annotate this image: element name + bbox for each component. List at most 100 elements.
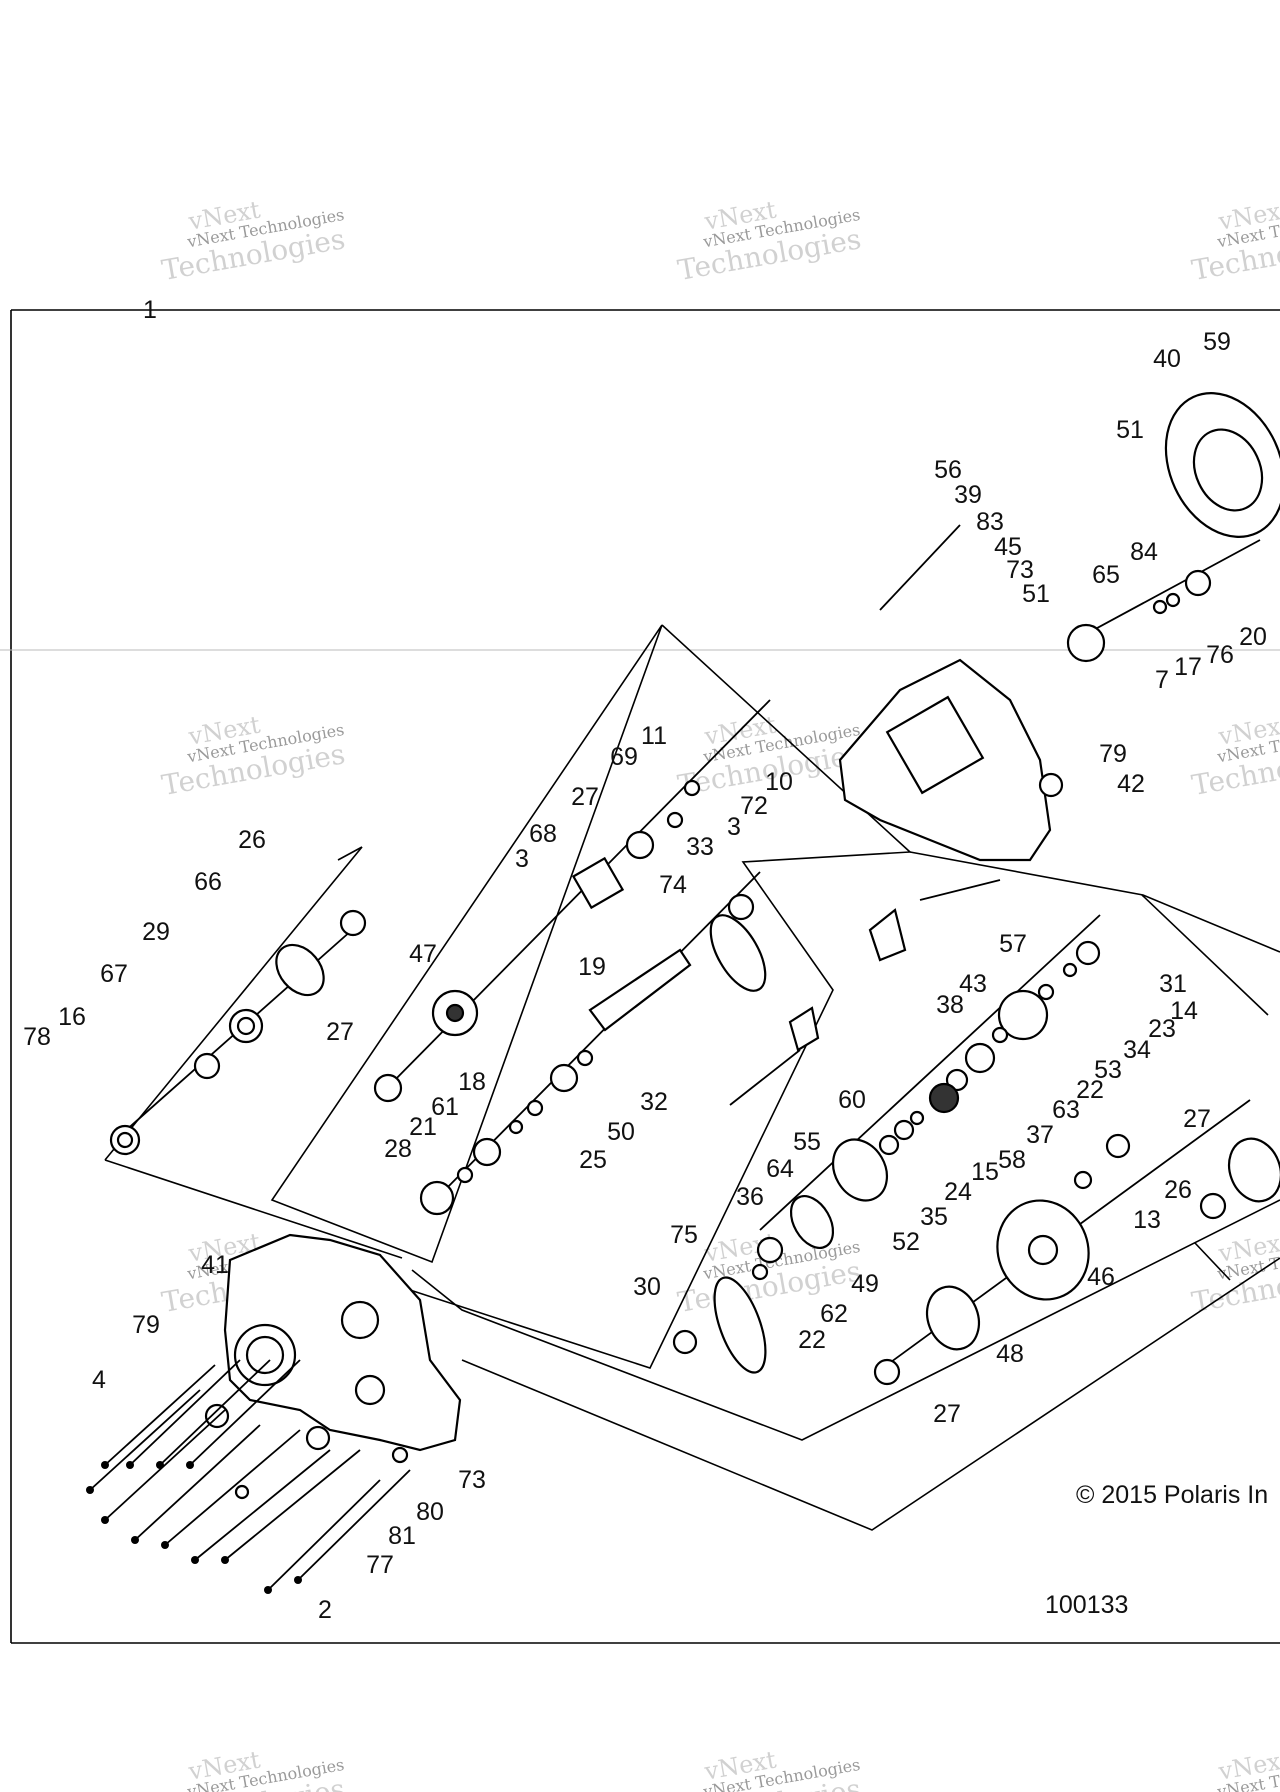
bolt: [224, 1449, 361, 1561]
callout-79: 79: [132, 1311, 160, 1339]
callout-17: 17: [1174, 653, 1202, 681]
callout-60: 60: [838, 1086, 866, 1114]
callout-27: 27: [933, 1400, 961, 1428]
callout-42: 42: [1117, 770, 1145, 798]
callout-56: 56: [934, 456, 962, 484]
callout-75: 75: [670, 1221, 698, 1249]
callout-40: 40: [1153, 345, 1181, 373]
drawing-number: 100133: [1045, 1591, 1128, 1619]
callout-45: 45: [994, 533, 1022, 561]
callout-22: 22: [1076, 1076, 1104, 1104]
callout-34: 34: [1123, 1036, 1151, 1064]
callout-labels: 1405951563983457351658420761777942116910…: [23, 296, 1267, 1624]
callout-27: 27: [571, 783, 599, 811]
callout-33: 33: [686, 833, 714, 861]
callout-79: 79: [1099, 740, 1127, 768]
callout-14: 14: [1170, 997, 1198, 1025]
bolt: [129, 1359, 241, 1466]
bolt-head: [126, 1461, 134, 1469]
callout-64: 64: [766, 1155, 794, 1183]
bolt: [104, 1409, 226, 1521]
assembly-outlines: [104, 624, 1280, 1531]
callout-10: 10: [765, 768, 793, 796]
bolt-head: [294, 1576, 302, 1584]
bolt: [134, 1424, 261, 1541]
callout-39: 39: [954, 481, 982, 509]
callout-31: 31: [1159, 970, 1187, 998]
callout-46: 46: [1087, 1263, 1115, 1291]
bolt-head: [101, 1461, 109, 1469]
bolt-head: [86, 1486, 94, 1494]
bolt: [194, 1449, 331, 1561]
callout-3: 3: [727, 813, 741, 841]
callout-57: 57: [999, 930, 1027, 958]
callout-78: 78: [23, 1023, 51, 1051]
callout-43: 43: [959, 970, 987, 998]
bolt-head: [161, 1541, 169, 1549]
bolt-head: [131, 1536, 139, 1544]
callout-1: 1: [143, 296, 157, 324]
callout-18: 18: [458, 1068, 486, 1096]
callout-29: 29: [142, 918, 170, 946]
callout-7: 7: [1155, 666, 1169, 694]
bolt-head: [101, 1516, 109, 1524]
callout-21: 21: [409, 1113, 437, 1141]
callout-25: 25: [579, 1146, 607, 1174]
callout-23: 23: [1148, 1015, 1176, 1043]
bolt-head: [186, 1461, 194, 1469]
callout-74: 74: [659, 871, 687, 899]
fasteners: [86, 1359, 411, 1594]
callout-52: 52: [892, 1228, 920, 1256]
callout-59: 59: [1203, 328, 1231, 356]
callout-11: 11: [641, 722, 667, 750]
callout-27: 27: [326, 1018, 354, 1046]
callout-61: 61: [431, 1093, 459, 1121]
callout-63: 63: [1052, 1096, 1080, 1124]
callout-65: 65: [1092, 561, 1120, 589]
bolt: [297, 1469, 411, 1581]
callout-81: 81: [388, 1522, 416, 1550]
callout-35: 35: [920, 1203, 948, 1231]
callout-69: 69: [610, 743, 638, 771]
callout-15: 15: [971, 1158, 999, 1186]
callout-41: 41: [201, 1251, 229, 1279]
callout-48: 48: [996, 1340, 1024, 1368]
callout-38: 38: [936, 991, 964, 1019]
callout-51: 51: [1022, 580, 1050, 608]
bolt-head: [264, 1586, 272, 1594]
callout-76: 76: [1206, 641, 1234, 669]
callout-22: 22: [798, 1326, 826, 1354]
callout-19: 19: [578, 953, 606, 981]
bolt-head: [191, 1556, 199, 1564]
bolt: [189, 1359, 301, 1466]
callout-3: 3: [515, 845, 529, 873]
bolt: [159, 1359, 271, 1466]
bolt: [164, 1429, 301, 1546]
callout-84: 84: [1130, 538, 1158, 566]
callout-72: 72: [740, 792, 768, 820]
callout-80: 80: [416, 1498, 444, 1526]
frame: [0, 309, 1280, 1644]
bolt: [89, 1389, 201, 1491]
callout-58: 58: [998, 1146, 1026, 1174]
callout-47: 47: [409, 940, 437, 968]
callout-2: 2: [318, 1596, 332, 1624]
callout-50: 50: [607, 1118, 635, 1146]
callout-24: 24: [944, 1178, 972, 1206]
bolt: [267, 1479, 381, 1591]
callout-77: 77: [366, 1551, 394, 1579]
callout-26: 26: [238, 826, 266, 854]
callout-16: 16: [58, 1003, 86, 1031]
callout-20: 20: [1239, 623, 1267, 651]
callout-36: 36: [736, 1183, 764, 1211]
bolt: [104, 1364, 216, 1466]
callout-49: 49: [851, 1270, 879, 1298]
callout-67: 67: [100, 960, 128, 988]
callout-28: 28: [384, 1135, 412, 1163]
callout-32: 32: [640, 1088, 668, 1116]
